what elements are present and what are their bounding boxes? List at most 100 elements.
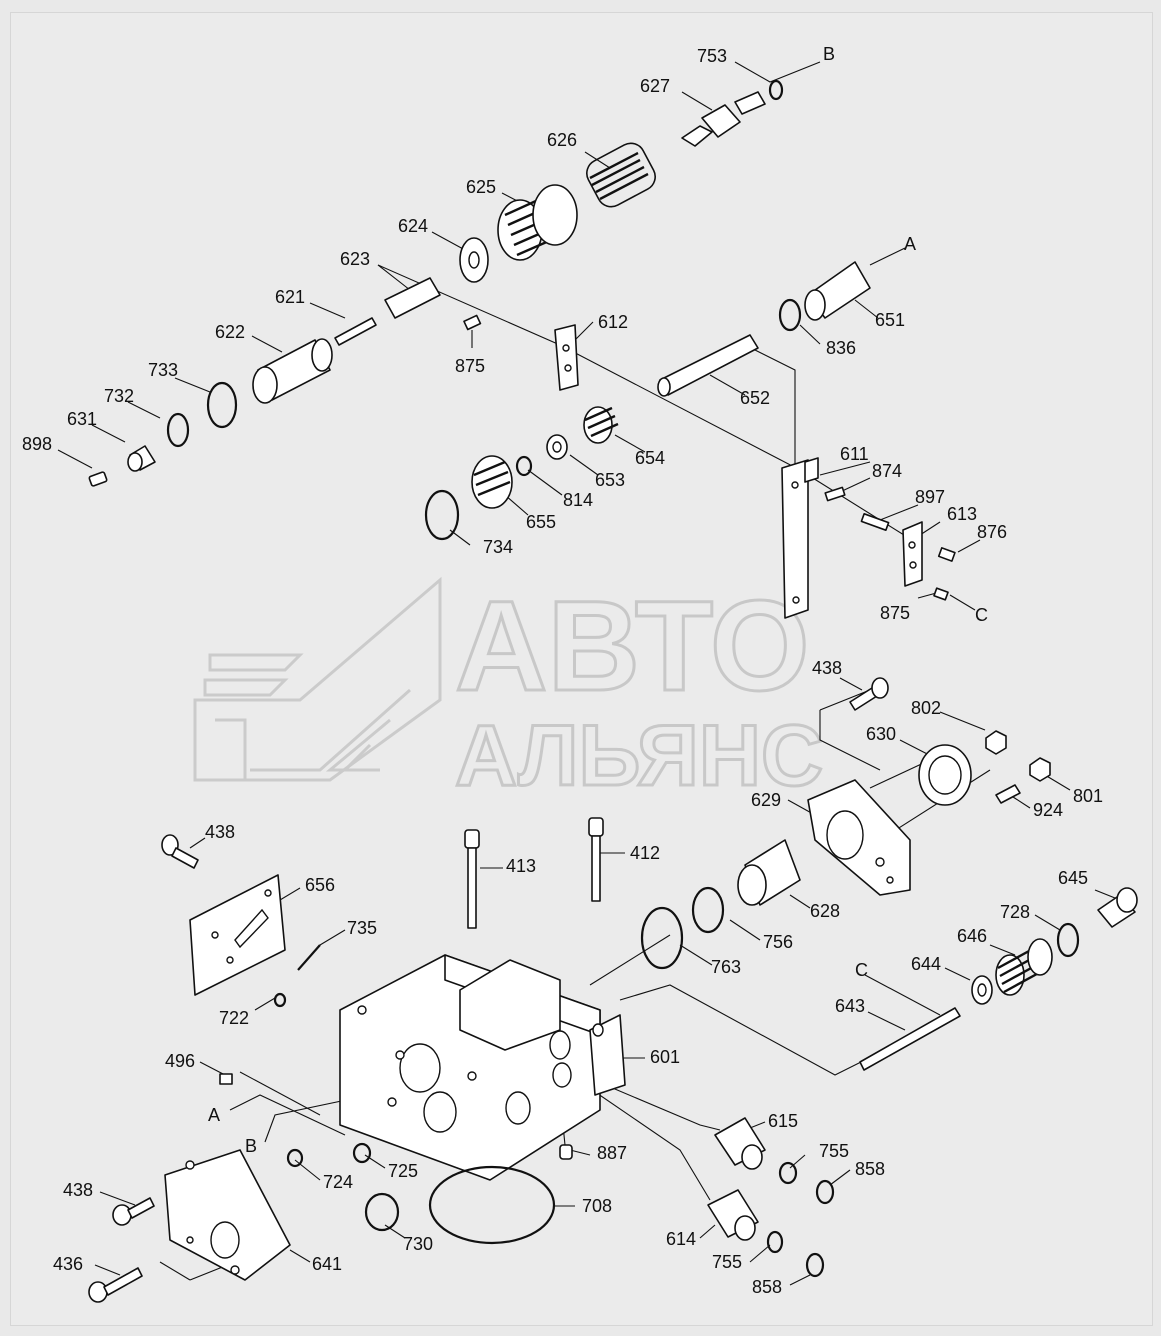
- label-897: 897: [915, 487, 945, 507]
- stud-924: [995, 784, 1021, 804]
- label-858-b: 858: [752, 1277, 782, 1297]
- label-708: 708: [582, 1196, 612, 1216]
- washer-644: [971, 975, 993, 1005]
- label-643: 643: [835, 996, 865, 1016]
- o-ring-728: [1056, 922, 1080, 958]
- label-413: 413: [506, 856, 536, 876]
- label-438-c: 438: [63, 1180, 93, 1200]
- rod-643: [859, 1007, 961, 1071]
- sleeve-628: [737, 839, 801, 906]
- label-802: 802: [911, 698, 941, 718]
- plug-615: [714, 1117, 766, 1170]
- sleeve-651: [804, 261, 871, 321]
- label-627: 627: [640, 76, 670, 96]
- bolt-436: [88, 1267, 143, 1303]
- label-B-top: B: [823, 44, 835, 64]
- o-ring-725: [352, 1142, 372, 1164]
- label-722: 722: [219, 1008, 249, 1028]
- label-756: 756: [763, 932, 793, 952]
- label-733: 733: [148, 360, 178, 380]
- flange-630: [918, 744, 972, 806]
- label-A-bottom: A: [208, 1105, 220, 1125]
- label-898: 898: [22, 434, 52, 454]
- label-438-a: 438: [812, 658, 842, 678]
- label-753: 753: [697, 46, 727, 66]
- label-C-mid: C: [855, 960, 868, 980]
- washer-653: [546, 434, 568, 460]
- spring-655: [471, 455, 513, 509]
- label-875-a: 875: [455, 356, 485, 376]
- label-653: 653: [595, 470, 625, 490]
- pin-874: [824, 486, 846, 502]
- label-924: 924: [1033, 800, 1063, 820]
- o-ring-708: [428, 1165, 556, 1245]
- label-875-b: 875: [880, 603, 910, 623]
- watermark-logo: [193, 576, 442, 782]
- label-436: 436: [53, 1254, 83, 1274]
- sleeve-622: [252, 338, 333, 404]
- watermark-line1: АВТО: [455, 575, 810, 718]
- o-ring-753: [768, 79, 784, 101]
- label-A-top: A: [904, 234, 916, 254]
- label-876: 876: [977, 522, 1007, 542]
- label-652: 652: [740, 388, 770, 408]
- label-622: 622: [215, 322, 245, 342]
- shaft-652: [657, 334, 759, 397]
- plug-627: [681, 91, 766, 147]
- label-614: 614: [666, 1229, 696, 1249]
- cover-plate-656: [189, 874, 286, 996]
- spring-626: [586, 142, 656, 208]
- ring-858-a: [815, 1179, 835, 1205]
- label-412: 412: [630, 843, 660, 863]
- watermark-line2: АЛЬЯНС: [455, 708, 823, 804]
- label-629: 629: [751, 790, 781, 810]
- label-623: 623: [340, 249, 370, 269]
- label-651: 651: [875, 310, 905, 330]
- bolt-438-a: [849, 677, 889, 711]
- label-836: 836: [826, 338, 856, 358]
- label-801: 801: [1073, 786, 1103, 806]
- nut-801: [1029, 757, 1051, 782]
- label-612: 612: [598, 312, 628, 332]
- label-734: 734: [483, 537, 513, 557]
- label-654: 654: [635, 448, 665, 468]
- bush-631: [127, 445, 156, 472]
- label-630: 630: [866, 724, 896, 744]
- label-645: 645: [1058, 868, 1088, 888]
- label-755-a: 755: [819, 1141, 849, 1161]
- lever-plate-612: [554, 324, 579, 391]
- o-ring-733: [206, 381, 238, 429]
- bolt-438-c: [112, 1197, 155, 1226]
- lever-plate-613: [902, 521, 923, 587]
- o-ring-732: [166, 412, 190, 448]
- cover-641: [164, 1149, 291, 1281]
- nut-802: [985, 730, 1007, 755]
- label-763: 763: [711, 957, 741, 977]
- label-438-b: 438: [205, 822, 235, 842]
- label-814: 814: [563, 490, 593, 510]
- label-644: 644: [911, 954, 941, 974]
- spring-625: [497, 184, 578, 261]
- o-ring-755-b: [766, 1230, 784, 1254]
- o-ring-722: [273, 992, 287, 1008]
- ring-814: [515, 455, 533, 477]
- plug-496: [219, 1073, 233, 1085]
- o-ring-756: [691, 886, 725, 934]
- label-725: 725: [388, 1161, 418, 1181]
- washer-624: [459, 237, 489, 283]
- label-613: 613: [947, 504, 977, 524]
- ring-858-b: [805, 1252, 825, 1278]
- label-601: 601: [650, 1047, 680, 1067]
- label-858-a: 858: [855, 1159, 885, 1179]
- pin-623: [384, 277, 441, 319]
- o-ring-734: [424, 489, 460, 541]
- label-615: 615: [768, 1111, 798, 1131]
- label-646: 646: [957, 926, 987, 946]
- pin-876: [937, 547, 956, 562]
- part-labels: 753 B 627 626 625 624 623 A 621 612 651 …: [22, 44, 1103, 1297]
- ring-735: [297, 944, 321, 971]
- label-655: 655: [526, 512, 556, 532]
- bolt-438-b: [161, 834, 199, 869]
